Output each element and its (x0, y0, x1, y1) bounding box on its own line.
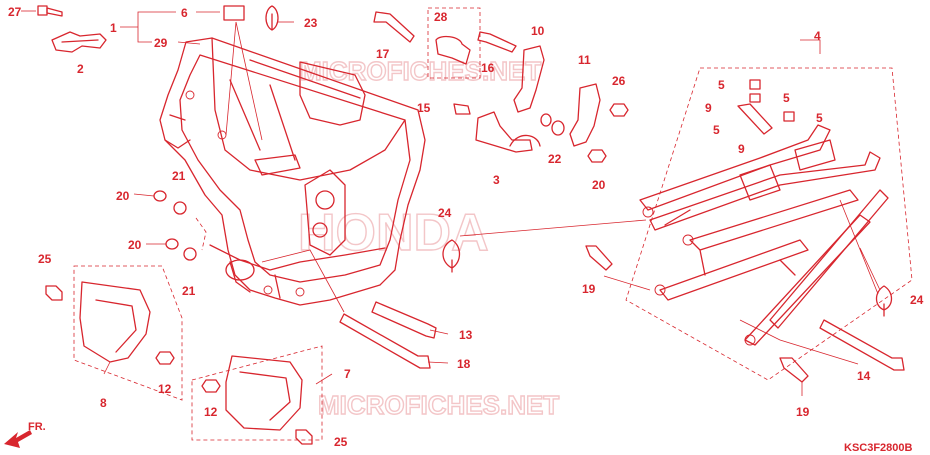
callout-11: 11 (578, 53, 591, 67)
callout-21-top: 21 (172, 169, 186, 183)
bolt-14-drawing (819, 319, 905, 371)
callout-23: 23 (304, 16, 318, 30)
callout-26: 26 (612, 74, 626, 88)
sub-frame-drawing (639, 124, 889, 346)
bolt-27-drawing (37, 5, 63, 17)
callout-16: 16 (481, 61, 495, 75)
front-direction-arrow: FR. (4, 421, 46, 448)
callout-5-b: 5 (783, 91, 790, 105)
group-outline-8 (73, 265, 183, 401)
callout-17: 17 (376, 47, 390, 61)
bolt-25-bottom-drawing (295, 429, 313, 445)
callout-20-top: 20 (116, 189, 130, 203)
group-outline-4 (625, 67, 913, 381)
nut-26-drawing (609, 103, 629, 117)
callout-21-bottom: 21 (182, 284, 196, 298)
callout-7: 7 (344, 367, 351, 381)
washer-20-21-drawing (153, 190, 197, 261)
bolt-13-drawing (371, 301, 437, 339)
callout-28: 28 (434, 10, 448, 24)
callout-24-right: 24 (910, 293, 924, 307)
main-frame-drawing (159, 37, 426, 306)
callout-29: 29 (154, 36, 168, 50)
callout-12-top: 12 (158, 382, 172, 396)
callout-25-top: 25 (38, 252, 52, 266)
callout-labels: 27 1 6 29 2 23 17 28 16 10 11 26 15 3 22… (8, 5, 924, 449)
bracket-3-drawing (475, 111, 541, 153)
callout-1: 1 (110, 21, 117, 35)
callout-5-d: 5 (713, 123, 720, 137)
bracket-10-drawing (513, 45, 545, 113)
callout-6: 6 (181, 6, 188, 20)
callout-19-bottom: 19 (796, 405, 810, 419)
nut-12-top-drawing (155, 351, 175, 365)
callout-9-b: 9 (738, 142, 745, 156)
guard-8-drawing (79, 281, 151, 363)
callout-5-c: 5 (816, 111, 823, 125)
honda-watermark: HONDA (298, 204, 489, 262)
callout-2: 2 (77, 62, 84, 76)
clip-24-left-drawing (442, 239, 461, 273)
pad-6-drawing (223, 5, 245, 21)
fastener-5-9-drawing (737, 79, 795, 135)
front-marker-label: FR. (28, 421, 46, 433)
callout-9-a: 9 (705, 101, 712, 115)
leader-lines (21, 10, 881, 396)
callout-4: 4 (814, 29, 821, 43)
bolt-15-drawing (453, 103, 471, 115)
bolt-18-drawing (339, 313, 431, 369)
clip-23-drawing (265, 5, 279, 31)
bolt-19-top-drawing (585, 245, 613, 271)
clip-24-right-drawing (875, 285, 893, 317)
callout-19-top: 19 (582, 282, 596, 296)
group-outline-7 (191, 345, 323, 441)
washer-22-drawing (540, 113, 565, 136)
diagram-code: KSC3F2800B (844, 442, 913, 454)
callout-25-bottom: 25 (334, 435, 348, 449)
callout-14: 14 (857, 369, 871, 383)
bracket-2-drawing (51, 31, 107, 53)
callout-24-left: 24 (438, 206, 452, 220)
guard-7-drawing (225, 355, 303, 431)
callout-20-center: 20 (592, 178, 606, 192)
bolt-25-top-drawing (45, 285, 63, 301)
callout-20-bottom: 20 (128, 238, 142, 252)
group-outline-21 (195, 217, 207, 251)
bolt-19-bottom-drawing (779, 357, 809, 383)
callout-5-a: 5 (718, 78, 725, 92)
bracket-11-drawing (569, 83, 601, 147)
callout-15: 15 (417, 101, 431, 115)
nut-20-drawing (587, 149, 607, 163)
callout-8: 8 (100, 396, 107, 410)
callout-18: 18 (457, 357, 471, 371)
callout-22: 22 (548, 152, 562, 166)
nut-12-bottom-drawing (201, 379, 221, 393)
bolt-17-drawing (373, 11, 415, 43)
callout-12-bottom: 12 (204, 405, 218, 419)
group-outline-28 (427, 7, 481, 79)
callout-3: 3 (493, 173, 500, 187)
callout-27: 27 (8, 5, 22, 19)
callout-13: 13 (459, 328, 473, 342)
callout-10: 10 (531, 24, 545, 38)
clamp-28-drawing (435, 35, 471, 65)
bolt-16-drawing (477, 31, 517, 53)
site-watermark-bottom: MICROFICHES.NET (318, 390, 559, 420)
